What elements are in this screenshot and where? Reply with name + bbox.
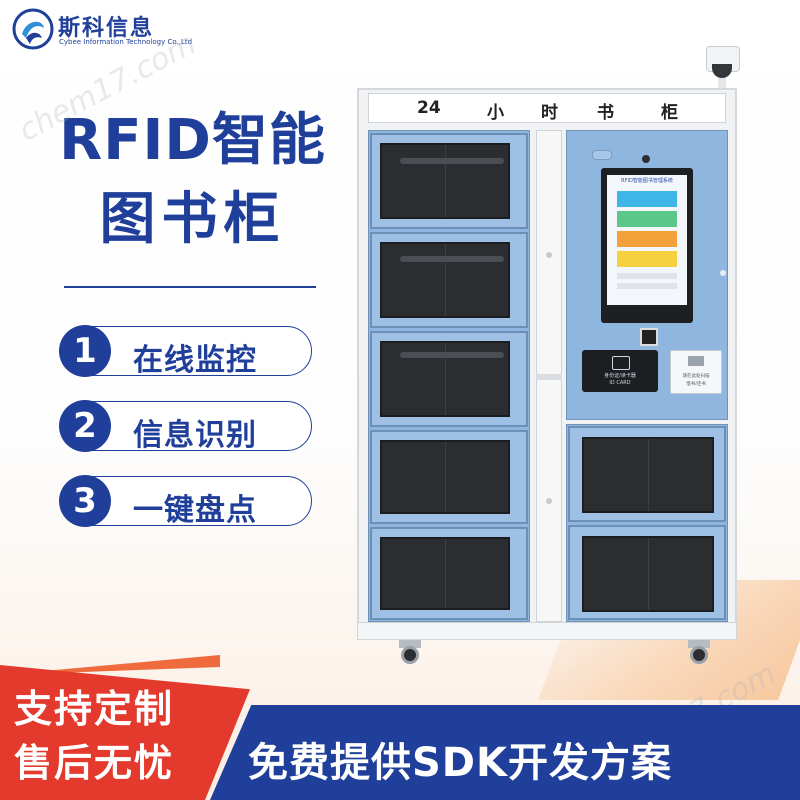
header-char-4: 书 [597, 103, 614, 123]
bin-handle [400, 352, 504, 358]
promo-ribbon [0, 665, 250, 800]
bin-handle [400, 158, 504, 164]
header-char-3: 时 [541, 103, 558, 123]
door-knob [546, 252, 552, 258]
feature-pill-2: 2 信息识别 [59, 400, 312, 453]
screen-title: RFID智能图书管理系统 [621, 178, 673, 184]
screen-input-1[interactable] [617, 273, 677, 279]
header-char-1: 24 [417, 98, 441, 118]
card-icon [612, 356, 630, 370]
card-reader-label-2: ID CARD [609, 380, 631, 386]
screen-tile-orange[interactable] [617, 231, 677, 247]
feature-label-3: 一键盘点 [133, 493, 257, 528]
camera-lens [712, 64, 732, 78]
brand-logo: 斯科信息 Cybee Information Technology Co.,Lt… [12, 8, 212, 54]
headline-line2: 图书柜 [99, 187, 286, 252]
instruction-line-1: 请在此处扫描 [682, 374, 710, 379]
cabinet-base [357, 622, 737, 640]
brand-name: 斯科信息 [58, 16, 155, 41]
speaker-icon [592, 150, 612, 160]
wheel-mount [688, 640, 710, 648]
ribbon-line-2: 售后无忧 [14, 741, 175, 785]
camera-pole [718, 64, 726, 94]
front-camera-icon [642, 155, 650, 163]
header-char-5: 柜 [661, 103, 678, 123]
id-card-reader[interactable]: 身份证/读卡器 ID CARD [582, 350, 658, 392]
feature-number-3: 3 [59, 475, 111, 527]
caster-wheel-icon [401, 646, 419, 664]
panel-lock [720, 270, 726, 276]
book-bin-right-1 [582, 437, 714, 513]
feature-number-1: 1 [59, 325, 111, 377]
caster-wheel-icon [690, 646, 708, 664]
screen-tile-yellow[interactable] [617, 251, 677, 267]
card-reader-label-1: 身份证/读卡器 [604, 373, 636, 379]
door-knob [546, 498, 552, 504]
brand-tagline: Cybee Information Technology Co.,Ltd [59, 38, 193, 46]
feature-pill-3: 3 一键盘点 [59, 475, 312, 528]
screen-input-2[interactable] [617, 283, 677, 289]
ribbon-line-1: 支持定制 [14, 687, 175, 731]
instruction-line-2: 借书/还书 [686, 382, 706, 387]
book-bin-left-1 [380, 143, 510, 219]
instruction-plate: 请在此处扫描 借书/还书 [670, 350, 722, 394]
header-char-2: 小 [487, 103, 504, 123]
cabinet-header-sign: 24 小 时 书 柜 [368, 93, 726, 123]
qr-scanner-icon [640, 328, 658, 346]
feature-number-2: 2 [59, 400, 111, 452]
sdk-banner-text: 免费提供SDK开发方案 [248, 740, 673, 786]
headline-line1: RFID智能 [59, 108, 326, 173]
headline-divider [64, 286, 316, 288]
screen-tile-blue[interactable] [617, 191, 677, 207]
book-bin-left-2 [380, 242, 510, 318]
sdk-banner [210, 705, 800, 800]
book-bin-left-5 [380, 537, 510, 610]
feature-label-2: 信息识别 [133, 418, 257, 453]
feature-label-1: 在线监控 [133, 343, 257, 378]
brand-mark-icon [12, 8, 54, 50]
book-bin-right-2 [582, 536, 714, 612]
screen-tile-green[interactable] [617, 211, 677, 227]
touchscreen-display[interactable]: RFID智能图书管理系统 [607, 175, 687, 305]
feature-pill-1: 1 在线监控 [59, 325, 312, 378]
middle-column-split [536, 374, 562, 380]
book-icon [688, 356, 704, 366]
wheel-mount [399, 640, 421, 648]
book-bin-left-4 [380, 440, 510, 514]
bin-handle [400, 256, 504, 262]
